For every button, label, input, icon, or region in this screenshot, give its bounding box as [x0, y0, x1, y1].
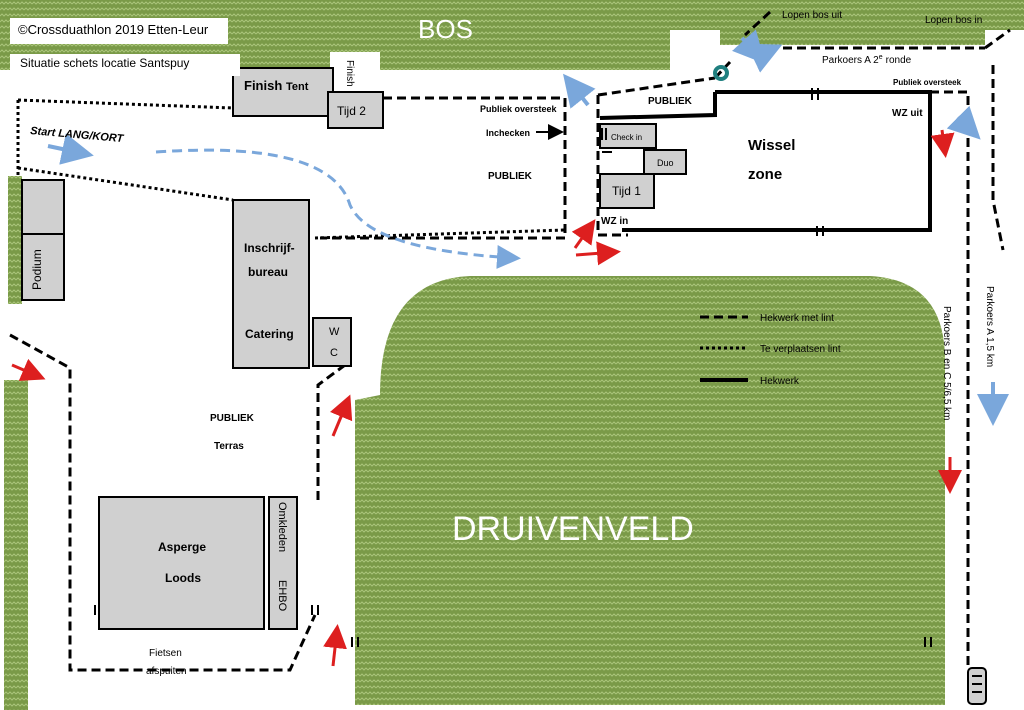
legend-label-dashed: Hekwerk met lint [760, 313, 834, 324]
podium-label: Podium [30, 249, 44, 290]
finish-vertical-label: Finish [344, 60, 355, 87]
copyright-box: ©Crossduathlon 2019 Etten-Leur [10, 18, 228, 44]
subtitle-box: Situatie schets locatie Santspuy [10, 54, 240, 76]
left-grass-strip-top [8, 176, 22, 304]
blue-arrows [47, 29, 1009, 426]
publiek-oversteek-1: Publiek oversteek [480, 104, 558, 114]
inschrijf-label-2: bureau [248, 265, 288, 279]
asperge-label-1: Asperge [158, 540, 206, 554]
finish-tent-label-1: Finish [244, 78, 282, 93]
finish-tent-label-2: Tent [286, 81, 309, 93]
duo-box [643, 149, 687, 175]
druivenveld-field [355, 276, 945, 705]
left-grass-strip-bottom [4, 380, 28, 710]
wissel-label: Wissel [748, 137, 795, 154]
tijd2-label: Tijd 2 [337, 104, 366, 118]
parkoers-a-label: Parkoers A 1,5 km [984, 286, 995, 367]
inschrijf-label-1: Inschrijf- [244, 241, 295, 255]
inchecken-label: Inchecken [486, 128, 530, 138]
tijd1-box [599, 173, 655, 209]
omkleden-label: Omkleden [276, 502, 288, 552]
publiek-label-1: PUBLIEK [488, 171, 533, 182]
catering-label: Catering [245, 327, 294, 341]
bike-rack [967, 667, 987, 705]
wz-uit-label: WZ uit [892, 108, 923, 119]
omkleden-ehbo [268, 496, 298, 630]
parkoers-bc-label: Parkoers B en C 5/6,5 km [941, 306, 952, 421]
duo-label: Duo [657, 158, 674, 168]
asperge-loods [98, 496, 265, 630]
tijd1-label: Tijd 1 [612, 184, 641, 198]
publiek-label-2: PUBLIEK [648, 96, 693, 107]
wc-label-1: W [329, 326, 340, 338]
start-label: Start LANG/KORT [30, 125, 125, 145]
asperge-label-2: Loods [165, 571, 201, 585]
legend-label-dotted: Te verplaatsen lint [760, 344, 841, 355]
zone-label: zone [748, 166, 782, 183]
terras-label: Terras [214, 441, 244, 452]
copyright-text: ©Crossduathlon 2019 Etten-Leur [18, 22, 209, 37]
inschrijf-bureau [232, 199, 310, 369]
lopen-bos-uit-label: Lopen bos uit [782, 10, 842, 21]
tijd2-box [327, 91, 384, 129]
fietsen-label: Fietsen [149, 648, 182, 659]
podium-box [21, 233, 65, 301]
publiek-label-3: PUBLIEK [210, 413, 255, 424]
legend-label-solid: Hekwerk [760, 376, 800, 387]
red-arrows [11, 129, 962, 667]
wc-label-2: C [330, 347, 338, 359]
publiek-oversteek-2: Publiek oversteek [893, 78, 962, 87]
subtitle-text: Situatie schets locatie Santspuy [20, 56, 190, 70]
checkin-label: Check in [611, 133, 642, 142]
wc-box [312, 317, 352, 367]
druivenveld-label: DRUIVENVELD [452, 510, 694, 548]
ehbo-label: EHBO [276, 580, 288, 612]
afspuiten-label: afspuiten [146, 666, 187, 677]
teal-marker [713, 65, 729, 81]
podium-box-top [21, 179, 65, 235]
lopen-bos-in-label: Lopen bos in [925, 15, 982, 26]
wz-in-label: WZ in [601, 216, 628, 227]
bos-label: BOS [418, 14, 473, 44]
checkin-box [599, 123, 657, 149]
